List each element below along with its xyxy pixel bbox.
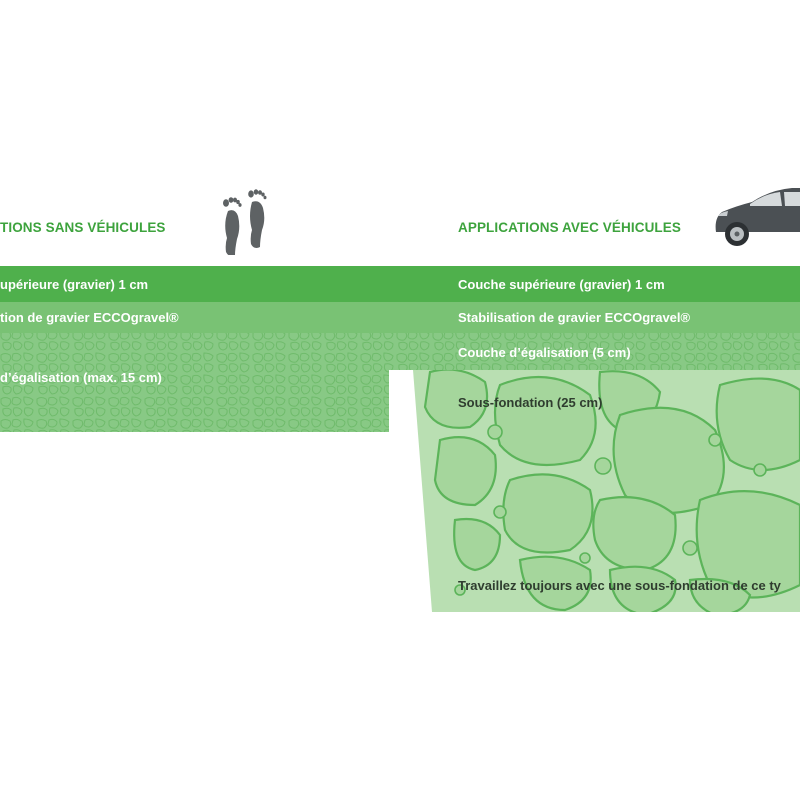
left-layer-leveling-label: d’égalisation (max. 15 cm) [0,370,162,385]
right-layer-subbase-label: Sous-fondation (25 cm) [458,395,603,410]
layer-top-band [0,266,800,302]
right-subbase-note: Travaillez toujours avec une sous-fondat… [458,578,781,593]
left-layer-top-label: upérieure (gravier) 1 cm [0,277,149,292]
right-layer-leveling-label: Couche d’égalisation (5 cm) [458,345,631,360]
layer-stabilisation-band [0,302,800,333]
car-icon [715,188,800,246]
left-layer-stabilisation-label: tion de gravier ECCOgravel® [0,310,179,325]
footprints-icon [223,189,267,255]
right-layer-stabilisation-label: Stabilisation de gravier ECCOgravel® [458,310,691,325]
left-heading: TIONS SANS VÉHICULES [0,220,166,235]
layer-subbase-band [413,370,800,612]
right-layer-top-label: Couche supérieure (gravier) 1 cm [458,277,665,292]
right-heading: APPLICATIONS AVEC VÉHICULES [458,220,681,235]
